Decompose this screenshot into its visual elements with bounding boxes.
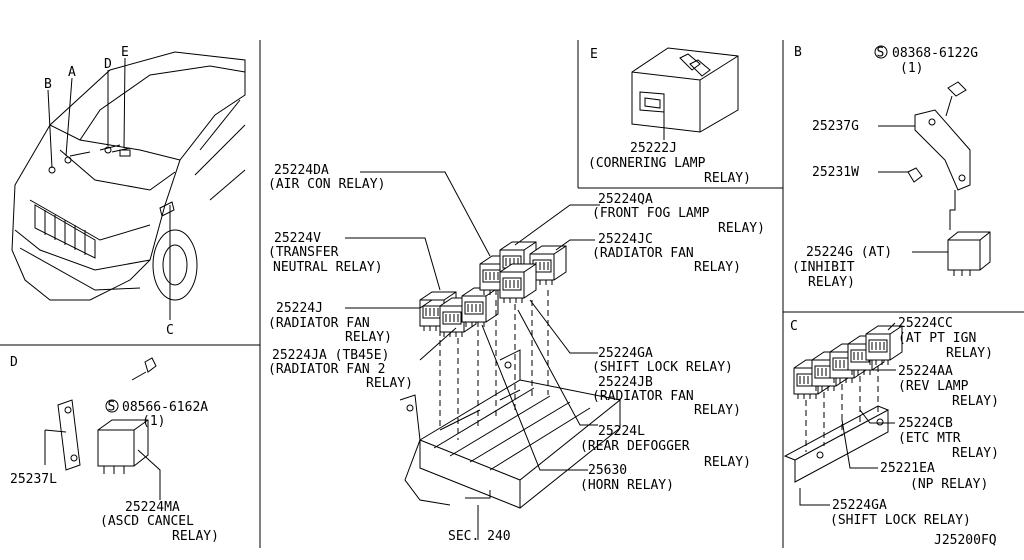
- label-25224l-desc-2: RELAY): [704, 455, 751, 470]
- label-25224qa: 25224QA: [598, 192, 653, 207]
- panel-c-part-25221ea: 25221EA: [880, 461, 935, 476]
- label-25224v-desc-1: (TRANSFER: [268, 245, 339, 260]
- panel-e-part: [631, 47, 739, 140]
- callout-e: E: [121, 45, 129, 60]
- panel-c-letter: C: [790, 319, 798, 334]
- panel-c-parts: [783, 322, 903, 506]
- label-25224j-desc-1: (RADIATOR FAN: [268, 316, 370, 331]
- panel-b-bolt-qty: (1): [900, 61, 923, 76]
- callout-b: B: [44, 77, 52, 92]
- panel-c-part-25224ga: 25224GA: [832, 498, 887, 513]
- label-25224jb: 25224JB: [598, 375, 653, 390]
- panel-d-bolt-number: 08566-6162A: [122, 400, 208, 415]
- label-25224qa-desc-1: (FRONT FOG LAMP: [592, 206, 710, 221]
- label-25630-desc: (HORN RELAY): [580, 478, 674, 493]
- label-25630: 25630: [588, 463, 627, 478]
- panel-c-desc-3b: RELAY): [952, 446, 999, 461]
- panel-b-desc-2: RELAY): [808, 275, 855, 290]
- panel-c-part-25224aa: 25224AA: [898, 364, 953, 379]
- panel-d-part-25237l: 25237L: [10, 472, 57, 487]
- panel-c-part-25224cb: 25224CB: [898, 416, 953, 431]
- panel-d-letter: D: [10, 355, 18, 370]
- relay-cluster: [419, 241, 567, 338]
- label-25224ga: 25224GA: [598, 346, 653, 361]
- label-25224qa-desc-2: RELAY): [718, 221, 765, 236]
- panel-c-desc-3a: (ETC MTR: [898, 431, 961, 446]
- callout-a: A: [68, 65, 76, 80]
- panel-e-part-number: 25222J: [630, 141, 677, 156]
- panel-b-bolt-symbol: S: [877, 46, 885, 61]
- label-25224jb-desc-2: RELAY): [694, 403, 741, 418]
- panel-c-part-25224cc: 25224CC: [898, 316, 953, 331]
- label-25224ga-desc: (SHIFT LOCK RELAY): [592, 360, 733, 375]
- panel-c-desc-1b: RELAY): [946, 346, 993, 361]
- callout-d: D: [104, 57, 112, 72]
- panel-d-part-25224ma: 25224MA: [125, 500, 180, 515]
- label-sec-240: SEC. 240: [448, 529, 511, 544]
- vehicle-illustration: [11, 51, 246, 320]
- panel-c-desc-5: (SHIFT LOCK RELAY): [830, 513, 971, 528]
- label-25224l: 25224L: [598, 424, 645, 439]
- label-25224v: 25224V: [274, 231, 321, 246]
- panel-c-desc-4: (NP RELAY): [910, 477, 988, 492]
- label-25224j: 25224J: [276, 301, 323, 316]
- panel-d-desc-1: (ASCD CANCEL: [100, 514, 194, 529]
- panel-c-desc-2b: RELAY): [952, 394, 999, 409]
- panel-b-parts: [874, 45, 991, 276]
- label-25224ja: 25224JA (TB45E): [272, 348, 389, 363]
- label-25224ja-desc-1: (RADIATOR FAN 2: [268, 362, 385, 377]
- panel-c-desc-2a: (REV LAMP: [898, 379, 969, 394]
- panel-b-part-25231w: 25231W: [812, 165, 859, 180]
- callout-c: C: [166, 323, 174, 338]
- panel-e-desc-1: (CORNERING LAMP: [588, 156, 706, 171]
- label-25224da: 25224DA: [274, 163, 329, 178]
- panel-b-bolt-number: 08368-6122G: [892, 46, 978, 61]
- panel-b-letter: B: [794, 45, 802, 60]
- panel-d-bolt-symbol: S: [108, 400, 116, 415]
- label-25224jc: 25224JC: [598, 232, 653, 247]
- panel-d-bolt-qty: (1): [142, 414, 165, 429]
- panel-dividers: [0, 40, 1024, 548]
- label-25224jb-desc-1: (RADIATOR FAN: [592, 389, 694, 404]
- panel-b-part-25237g: 25237G: [812, 119, 859, 134]
- label-25224da-desc: (AIR CON RELAY): [268, 177, 385, 192]
- relay-box-bracket: [399, 349, 622, 540]
- panel-b-part-25224g: 25224G (AT): [806, 245, 892, 260]
- label-25224ja-desc-2: RELAY): [366, 376, 413, 391]
- panel-d-desc-2: RELAY): [172, 529, 219, 544]
- panel-c-desc-1a: (AT PT IGN: [898, 331, 976, 346]
- label-25224jc-desc-2: RELAY): [694, 260, 741, 275]
- main-leader-lines: [345, 171, 600, 471]
- diagram-id: J25200FQ: [934, 533, 997, 548]
- panel-e-letter: E: [590, 47, 598, 62]
- panel-d-parts: [44, 357, 161, 500]
- label-25224v-desc-2: NEUTRAL RELAY): [273, 260, 383, 275]
- label-25224j-desc-2: RELAY): [345, 330, 392, 345]
- panel-b-desc-1: (INHIBIT: [792, 260, 855, 275]
- label-25224jc-desc-1: (RADIATOR FAN: [592, 246, 694, 261]
- panel-e-desc-2: RELAY): [704, 171, 751, 186]
- label-25224l-desc-1: (REAR DEFOGGER: [580, 439, 690, 454]
